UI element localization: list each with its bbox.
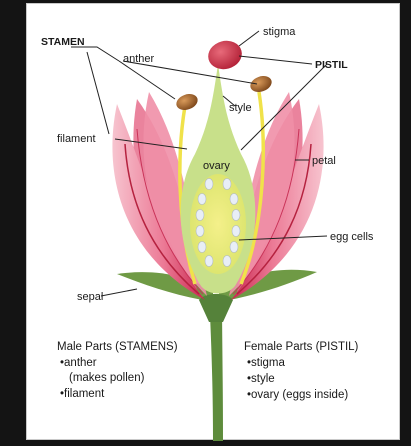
label-petal: petal: [312, 155, 336, 167]
stigma: [205, 37, 245, 73]
diagram-panel: STAMEN anther stigma PISTIL style filame…: [26, 3, 400, 440]
sepal-center: [199, 294, 233, 322]
legend-female-item-ovary: •ovary (eggs inside): [247, 389, 348, 401]
label-sepal: sepal: [77, 291, 103, 303]
legend-female-item-stigma: •stigma: [247, 357, 286, 369]
flower-diagram: STAMEN anther stigma PISTIL style filame…: [27, 4, 401, 441]
ovary-chamber: [190, 174, 246, 274]
anther-right: [248, 73, 274, 95]
label-stamen: STAMEN: [41, 36, 85, 48]
legend-male-item-anther: •anther: [60, 357, 97, 369]
legend-female-item-style: •style: [247, 373, 275, 385]
legend-male-item-filament: •filament: [60, 388, 105, 400]
legend-male-title: Male Parts (STAMENS): [57, 341, 178, 353]
legend-female-title: Female Parts (PISTIL): [244, 341, 359, 353]
legend-male-item-makes-pollen: (makes pollen): [69, 372, 145, 384]
label-egg-cells: egg cells: [330, 231, 374, 243]
label-pistil: PISTIL: [315, 59, 348, 71]
label-style: style: [229, 102, 252, 114]
anther-left: [174, 91, 200, 113]
label-anther: anther: [123, 53, 155, 65]
legend-female: Female Parts (PISTIL) •stigma •style •ov…: [244, 341, 359, 401]
label-ovary: ovary: [203, 160, 230, 172]
label-stigma: stigma: [263, 26, 296, 38]
legend-male: Male Parts (STAMENS) •anther (makes poll…: [57, 341, 178, 400]
label-filament: filament: [57, 133, 96, 145]
